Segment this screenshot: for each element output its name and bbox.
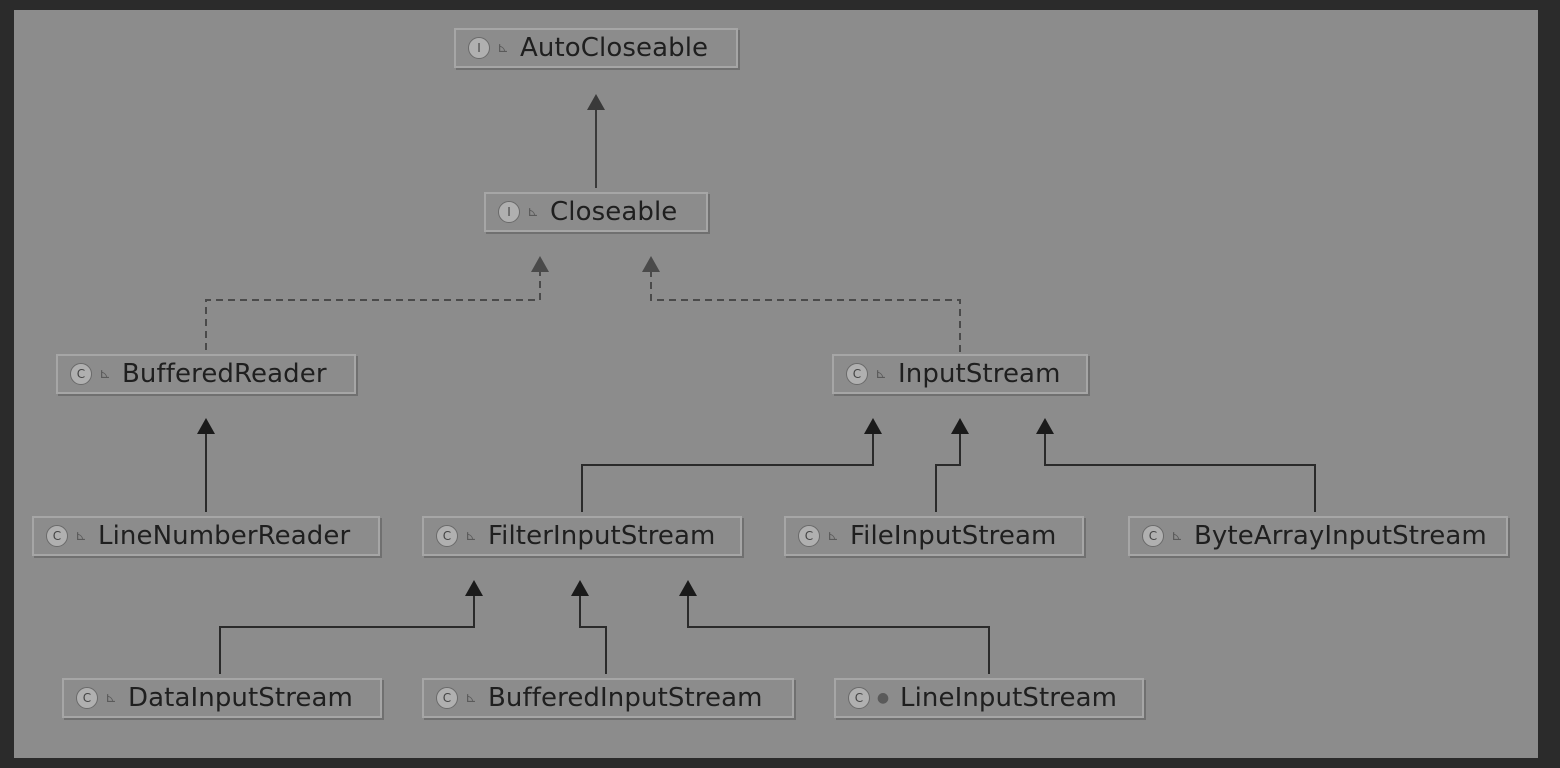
node-label: InputStream [898, 359, 1061, 389]
edge-datainputstream-filterinputstream [219, 594, 475, 674]
public-visibility-icon: ⊾ [105, 690, 117, 706]
edge-bufferedinputstream-filterinputstream [579, 594, 607, 674]
arrowhead-filterinputstream-3 [679, 580, 697, 596]
public-visibility-icon: ⊾ [1171, 528, 1183, 544]
arrowhead-closeable-left [531, 256, 549, 272]
arrowhead-autocloseable [587, 94, 605, 110]
node-filterinputstream[interactable]: C ⊾ FilterInputStream [422, 516, 742, 556]
arrowhead-filterinputstream-1 [465, 580, 483, 596]
node-label: FilterInputStream [488, 521, 716, 551]
arrowhead-filterinputstream-2 [571, 580, 589, 596]
node-label: ByteArrayInputStream [1194, 521, 1487, 551]
node-label: Closeable [550, 197, 678, 227]
node-label: LineInputStream [900, 683, 1118, 713]
class-icon: C [436, 525, 458, 547]
node-label: AutoCloseable [520, 33, 709, 63]
public-visibility-icon: ⊾ [465, 690, 477, 706]
class-icon: C [848, 687, 870, 709]
public-visibility-icon: ⊾ [527, 204, 539, 220]
node-fileinputstream[interactable]: C ⊾ FileInputStream [784, 516, 1084, 556]
edge-fileinputstream-inputstream [935, 432, 961, 512]
node-label: BufferedReader [122, 359, 327, 389]
package-visibility-icon: ● [876, 690, 890, 706]
interface-icon: I [498, 201, 520, 223]
node-label: BufferedInputStream [488, 683, 763, 713]
class-icon: C [798, 525, 820, 547]
node-label: DataInputStream [128, 683, 353, 713]
node-bufferedreader[interactable]: C ⊾ BufferedReader [56, 354, 356, 394]
node-bytearrayinputstream[interactable]: C ⊾ ByteArrayInputStream [1128, 516, 1508, 556]
node-autocloseable[interactable]: I ⊾ AutoCloseable [454, 28, 738, 68]
node-label: FileInputStream [850, 521, 1057, 551]
arrowhead-inputstream-1 [864, 418, 882, 434]
edge-inputstream-closeable [650, 270, 961, 352]
public-visibility-icon: ⊾ [827, 528, 839, 544]
node-linenumberreader[interactable]: C ⊾ LineNumberReader [32, 516, 380, 556]
class-icon: C [436, 687, 458, 709]
node-closeable[interactable]: I ⊾ Closeable [484, 192, 708, 232]
public-visibility-icon: ⊾ [875, 366, 887, 382]
abstract-class-icon: C [846, 363, 868, 385]
interface-icon: I [468, 37, 490, 59]
node-bufferedinputstream[interactable]: C ⊾ BufferedInputStream [422, 678, 794, 718]
edge-bytearrayinputstream-inputstream [1044, 432, 1316, 512]
class-icon: C [76, 687, 98, 709]
edge-filterinputstream-inputstream [581, 432, 874, 512]
arrowhead-inputstream-2 [951, 418, 969, 434]
edge-layer [197, 94, 1316, 674]
class-icon: C [1142, 525, 1164, 547]
arrowhead-closeable-right [642, 256, 660, 272]
arrowhead-bufferedreader [197, 418, 215, 434]
uml-diagram-canvas: I ⊾ AutoCloseable I ⊾ Closeable C ⊾ Buff… [14, 10, 1538, 758]
node-label: LineNumberReader [98, 521, 351, 551]
public-visibility-icon: ⊾ [465, 528, 477, 544]
public-visibility-icon: ⊾ [75, 528, 87, 544]
class-icon: C [70, 363, 92, 385]
public-visibility-icon: ⊾ [497, 40, 509, 56]
node-datainputstream[interactable]: C ⊾ DataInputStream [62, 678, 382, 718]
public-visibility-icon: ⊾ [99, 366, 111, 382]
edge-lineinputstream-filterinputstream [687, 594, 990, 674]
class-icon: C [46, 525, 68, 547]
node-lineinputstream[interactable]: C ● LineInputStream [834, 678, 1144, 718]
edge-bufferedreader-closeable [205, 270, 541, 350]
arrowhead-inputstream-3 [1036, 418, 1054, 434]
node-inputstream[interactable]: C ⊾ InputStream [832, 354, 1088, 394]
